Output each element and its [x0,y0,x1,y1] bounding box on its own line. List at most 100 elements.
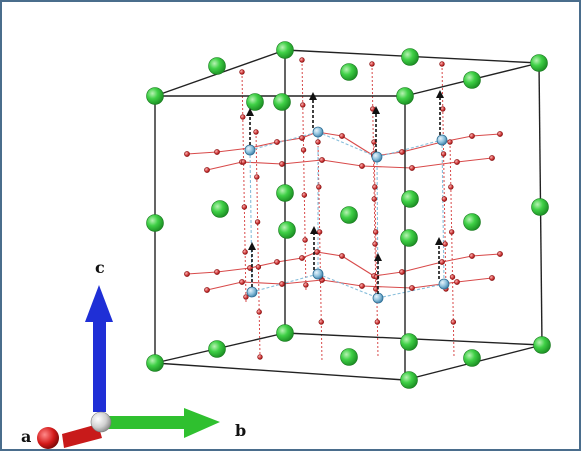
red-atom [240,114,246,120]
red-atom [302,237,308,243]
bond [186,151,218,155]
red-atom [318,319,324,325]
red-atom [214,149,220,155]
green-atom [340,63,358,81]
blue-atom [244,144,256,156]
red-atom [442,241,448,247]
bond [321,159,363,167]
blue-atom [436,134,448,146]
arrow-head [310,226,318,234]
red-atom [184,151,190,157]
blue-atom [246,286,258,298]
green-atom [340,206,358,224]
red-atom [242,249,248,255]
bond-blue [317,273,379,299]
bond-blue [249,131,319,151]
red-atom [274,139,280,145]
blue-atom [438,278,450,290]
red-atom [314,249,320,255]
bond [321,279,363,287]
red-atom [299,135,305,141]
red-atom [339,133,345,139]
bond [361,165,413,169]
bond [341,255,375,277]
bond-blue [376,156,379,299]
bond [441,255,473,263]
bond-blue [317,131,378,158]
bond-blue [249,149,253,293]
green-atom [463,71,481,89]
bond [471,133,501,137]
axis-label-b: b [235,421,247,440]
bond-chain [371,63,377,303]
red-atom [449,274,456,280]
bond [456,157,493,163]
bond [241,281,283,285]
red-atom [240,159,247,165]
red-atom [454,159,460,165]
green-atom [211,200,229,218]
green-atom [273,93,291,111]
green-atom [463,349,481,367]
moment-arrows [246,90,444,294]
bond [401,261,443,273]
axis-a-shaft [62,424,102,448]
red-atom [439,61,445,67]
atom-layer [146,41,551,389]
red-atom [254,174,260,180]
green-atom [276,41,294,59]
red-atom [299,255,305,261]
red-atom [372,241,378,247]
red-atom [204,287,210,293]
red-atom [439,259,445,265]
bond [411,161,458,169]
red-atom [450,319,457,325]
bond-chain [255,131,261,358]
red-atom [243,294,249,300]
bond-chain [301,59,307,293]
red-atom [441,196,448,202]
red-atom [204,167,210,173]
bond [241,161,283,165]
red-atom [279,161,285,167]
green-atom [146,354,164,372]
red-atom [239,279,245,285]
axis-label-a: a [21,427,32,446]
green-atom [276,184,294,202]
axis-origin [90,411,112,433]
red-atom [469,253,475,259]
red-atom [372,184,378,190]
red-atom [448,229,455,235]
blue-atom [371,151,383,163]
bond-chain [449,141,455,358]
red-atom [454,279,460,285]
axis-c-head [85,285,113,322]
red-atom [447,139,453,145]
red-atom [489,275,495,281]
red-atom [409,165,415,171]
red-atom [300,147,307,153]
bond [401,141,443,153]
red-atom [301,192,308,198]
green-atom [396,87,414,105]
green-atom [401,190,419,208]
green-atom [533,336,551,354]
bond [186,271,218,275]
arrow-head [248,242,256,250]
bond [361,285,413,289]
arrow-head [374,253,382,261]
bond [316,251,343,257]
red-atom [303,282,309,288]
bond [206,161,243,171]
red-atom [372,229,379,235]
red-atom [369,61,375,67]
red-atom [184,271,190,277]
bond [456,277,493,283]
bond [281,279,323,285]
green-atom [400,229,418,247]
red-atom [448,184,454,190]
green-atom [146,87,164,105]
bond [249,141,278,149]
green-atom [530,54,548,72]
